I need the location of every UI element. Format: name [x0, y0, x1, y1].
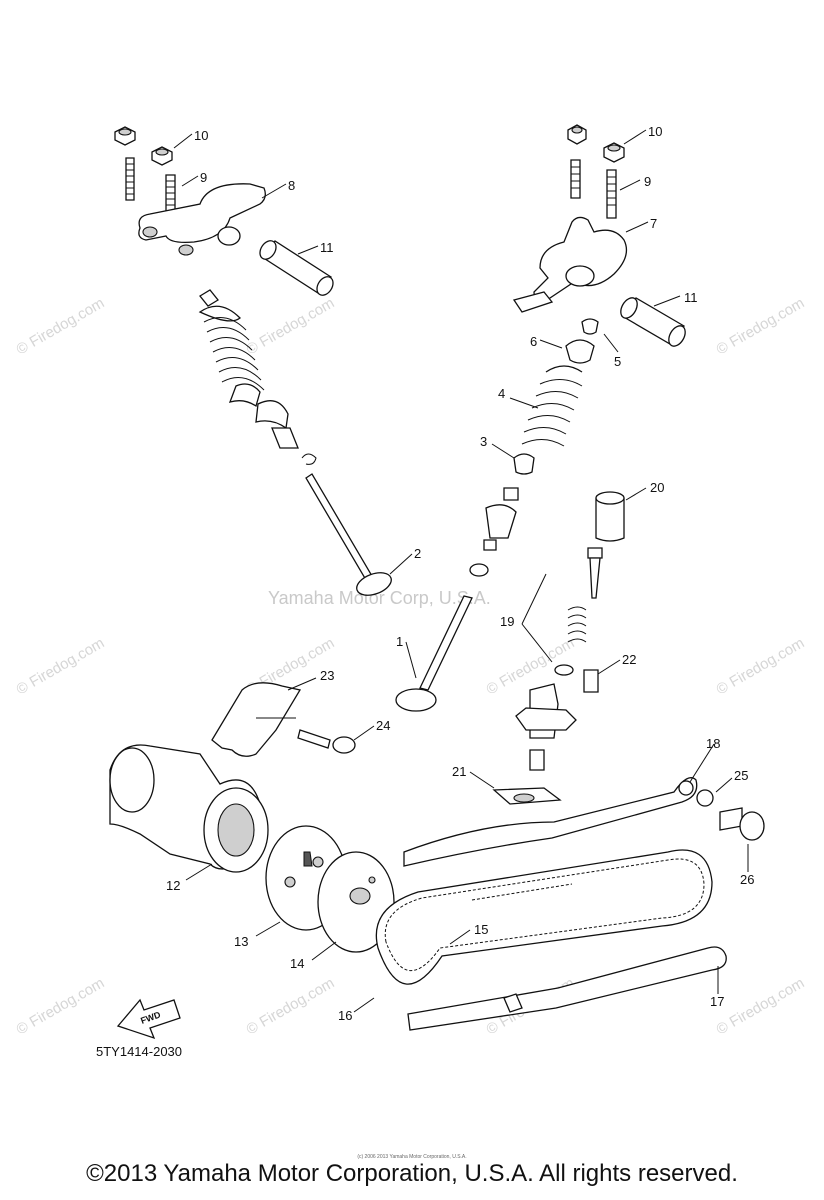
callout-4: 4	[498, 386, 505, 401]
bolt-part	[297, 729, 331, 749]
callout-8: 8	[288, 178, 295, 193]
callout-16: 16	[338, 1008, 352, 1023]
valve-guide-part	[271, 427, 299, 449]
retainer-part	[198, 305, 241, 322]
valve-guide-part	[503, 487, 519, 501]
chain-guide-part	[403, 777, 698, 867]
callout-11: 11	[684, 290, 698, 305]
right-rocker-assembly	[395, 124, 686, 712]
copyright-footer: ©2013 Yamaha Motor Corporation, U.S.A. A…	[86, 1160, 738, 1187]
tensioner-spring-part	[567, 606, 587, 643]
bolt-head	[332, 736, 356, 754]
watermark-text: © Firedog.com	[14, 634, 108, 698]
cotter-part	[199, 289, 219, 307]
exhaust-valve-part	[305, 473, 373, 581]
adjust-screw-part	[570, 159, 581, 199]
callout-17: 17	[710, 994, 724, 1009]
valve-seal-part	[228, 383, 261, 408]
part-code: 5TY1414-2030	[96, 1044, 182, 1059]
tensioner-bolt-part	[587, 547, 603, 559]
callout-15: 15	[474, 922, 488, 937]
intake-valve-head	[395, 688, 437, 712]
timing-chain-assembly	[375, 777, 765, 1031]
nut-hole	[118, 128, 132, 136]
callout-3: 3	[480, 434, 487, 449]
center-watermark: Yamaha Motor Corp, U.S.A.	[268, 588, 491, 608]
valve-spring-part	[545, 365, 583, 373]
tensioner-bolt-part	[583, 669, 599, 693]
retainer-part	[565, 339, 595, 364]
tensioner-assembly	[492, 491, 625, 805]
callout-26: 26	[740, 872, 754, 887]
exploded-parts-diagram: © Firedog.com © Firedog.com © Firedog.co…	[14, 124, 808, 1160]
callout-19: 19	[500, 614, 514, 629]
callout-2: 2	[414, 546, 421, 561]
spring-seat-part	[255, 400, 289, 430]
rocker-arm-part	[533, 216, 628, 303]
callout-23: 23	[320, 668, 334, 683]
guide-bolt-part	[719, 807, 743, 831]
watermark-text: © Firedog.com	[244, 294, 338, 358]
watermark-text: © Firedog.com	[14, 974, 108, 1038]
valve-seal-part	[513, 453, 535, 475]
callout-14: 14	[290, 956, 304, 971]
callout-20: 20	[650, 480, 664, 495]
adjust-screw-part	[606, 169, 617, 219]
nut-hole	[155, 148, 169, 156]
camshaft-assembly	[109, 682, 448, 957]
guide-o-ring-part	[696, 789, 714, 807]
o-ring-part	[469, 563, 489, 577]
watermark-text: © Firedog.com	[714, 974, 808, 1038]
callout-9: 9	[644, 174, 651, 189]
callout-21: 21	[452, 764, 466, 779]
callout-6: 6	[530, 334, 537, 349]
callout-10: 10	[648, 124, 662, 139]
callout-18: 18	[706, 736, 720, 751]
exhaust-valve-head	[356, 572, 392, 596]
adjust-screw-part	[125, 157, 135, 201]
fwd-arrow-icon	[116, 998, 181, 1040]
callout-22: 22	[622, 652, 636, 667]
chain-guide-part	[407, 946, 727, 1031]
tiny-credit: (c) 2006 2013 Yamaha Motor Corporation, …	[357, 1154, 466, 1160]
callout-5: 5	[614, 354, 621, 369]
leader-lines	[173, 129, 749, 1013]
watermark-text: © Firedog.com	[244, 974, 338, 1038]
cotter-part	[581, 318, 599, 335]
tensioner-o-ring-part	[554, 664, 574, 676]
callout-numbers: 10 9 8 11 10 9 7 11 5 6 4 3 20 2 1 19 22…	[166, 124, 754, 1023]
spring-seat-part	[485, 504, 517, 539]
watermark-text: © Firedog.com	[714, 634, 808, 698]
left-rocker-assembly	[114, 126, 392, 596]
callout-25: 25	[734, 768, 748, 783]
callout-10: 10	[194, 128, 208, 143]
guide-bolt-head	[739, 811, 765, 841]
fwd-arrow: FWD	[116, 998, 181, 1040]
watermark-text: © Firedog.com	[14, 294, 108, 358]
callout-1: 1	[396, 634, 403, 649]
watermark-text: © Firedog.com	[714, 294, 808, 358]
callout-13: 13	[234, 934, 248, 949]
camshaft-lobe	[109, 747, 155, 813]
callout-24: 24	[376, 718, 390, 733]
callout-11: 11	[320, 240, 334, 255]
intake-valve-part	[419, 595, 473, 691]
callout-12: 12	[166, 878, 180, 893]
bracket-part	[211, 682, 302, 757]
rocker-arm-part	[138, 183, 266, 244]
circlip-part	[301, 453, 317, 465]
timing-chain-part	[375, 849, 713, 985]
callout-7: 7	[650, 216, 657, 231]
callout-9: 9	[200, 170, 207, 185]
